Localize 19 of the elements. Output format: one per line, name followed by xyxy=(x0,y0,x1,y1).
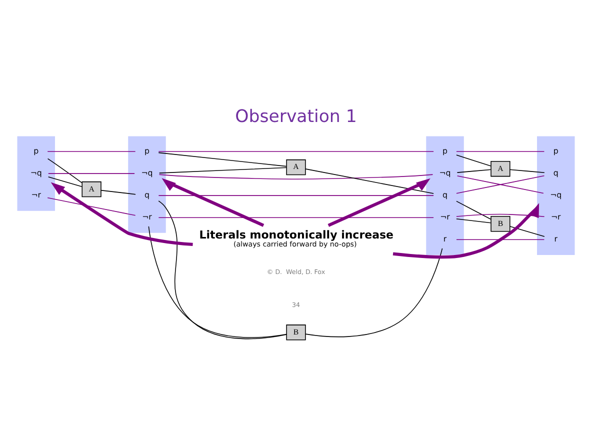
node-text: ¬r xyxy=(550,212,561,222)
node-text: r xyxy=(554,234,558,244)
node-text: ¬r xyxy=(142,212,152,222)
node-text: Literals monotonically increase (always carried forward by no-ops) xyxy=(199,228,394,248)
node-text: p xyxy=(34,146,39,156)
node-text: ¬r xyxy=(440,212,450,222)
node-text: ¬q xyxy=(550,190,562,200)
diagram-title: Observation 1 xyxy=(235,106,357,127)
node-text: r xyxy=(443,234,447,244)
node-text: q xyxy=(553,168,558,178)
node-text: q xyxy=(144,190,150,200)
node-text: ¬q xyxy=(439,168,451,178)
node-text: ¬q xyxy=(30,168,42,178)
node-text: ¬q xyxy=(141,168,153,178)
node-text: p xyxy=(442,146,448,156)
node-text: p xyxy=(553,146,558,156)
node-text: ¬r xyxy=(31,190,42,200)
node-text: p xyxy=(144,146,150,156)
node-text: q xyxy=(442,190,448,200)
